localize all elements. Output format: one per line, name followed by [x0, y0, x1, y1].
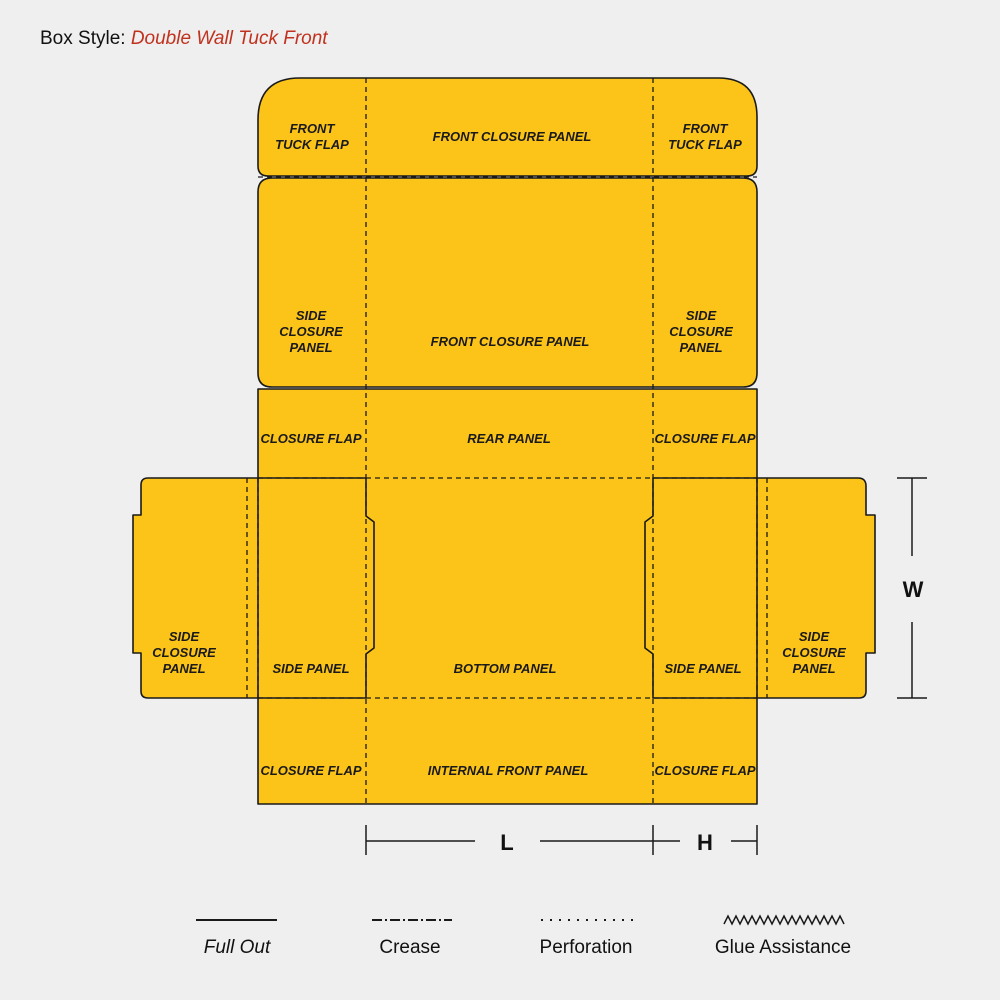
panel-label-line: CLOSURE FLAP	[654, 763, 755, 778]
panel-label-line: SIDE PANEL	[664, 661, 741, 676]
legend-line-glue-assistance	[723, 914, 845, 926]
label-front-closure-panel-top: FRONT CLOSURE PANEL	[433, 129, 592, 144]
dieline-panels	[132, 77, 876, 805]
panel-label-line: FRONT CLOSURE PANEL	[433, 129, 592, 144]
label-side-panel-left: SIDE PANEL	[272, 661, 349, 676]
panel-label-line: PANEL	[289, 340, 332, 355]
panel-label-line: CLOSURE	[782, 645, 846, 660]
label-closure-flap-upper-left: CLOSURE FLAP	[260, 431, 361, 446]
dim-height-label: H	[697, 830, 713, 855]
label-bottom-panel: BOTTOM PANEL	[454, 661, 557, 676]
panel-label-line: REAR PANEL	[467, 431, 551, 446]
tuck-flap-strip	[257, 77, 758, 177]
panel-label-line: CLOSURE FLAP	[260, 763, 361, 778]
panel-label-line: SIDE	[686, 308, 717, 323]
panel-label-line: FRONT CLOSURE PANEL	[431, 334, 590, 349]
panel-label-line: PANEL	[162, 661, 205, 676]
panel-label-line: SIDE PANEL	[272, 661, 349, 676]
legend-label-full-out: Full Out	[204, 937, 271, 958]
box-style-heading: Box Style: Double Wall Tuck Front	[40, 28, 328, 50]
panel-label-line: TUCK FLAP	[275, 137, 349, 152]
main-body	[132, 388, 876, 805]
box-style-prefix: Box Style:	[40, 28, 126, 49]
front-closure-strip	[257, 177, 758, 388]
dimension-marks	[365, 477, 927, 855]
panel-label-line: TUCK FLAP	[668, 137, 742, 152]
label-closure-flap-lower-left: CLOSURE FLAP	[260, 763, 361, 778]
panel-label-line: PANEL	[792, 661, 835, 676]
legend: Full Out Crease Perforation Glue Assista…	[196, 914, 851, 958]
panel-label-line: SIDE	[169, 629, 200, 644]
panel-label-line: INTERNAL FRONT PANEL	[428, 763, 589, 778]
label-internal-front-panel: INTERNAL FRONT PANEL	[428, 763, 589, 778]
panel-label-line: BOTTOM PANEL	[454, 661, 557, 676]
legend-label-perforation: Perforation	[540, 937, 633, 958]
panel-label-line: FRONT	[290, 121, 336, 136]
label-front-closure-panel-main: FRONT CLOSURE PANEL	[431, 334, 590, 349]
panel-label-line: FRONT	[683, 121, 729, 136]
label-closure-flap-upper-right: CLOSURE FLAP	[654, 431, 755, 446]
panel-label-line: SIDE	[799, 629, 830, 644]
dim-width-label: W	[903, 577, 924, 602]
label-side-panel-right: SIDE PANEL	[664, 661, 741, 676]
box-style-name: Double Wall Tuck Front	[130, 28, 328, 49]
side-panel-right-inset	[644, 477, 758, 699]
legend-label-crease: Crease	[379, 937, 440, 958]
legend-label-glue-assistance: Glue Assistance	[715, 937, 851, 958]
panel-label-line: CLOSURE	[669, 324, 733, 339]
dim-length-label: L	[500, 830, 513, 855]
panel-label-line: PANEL	[679, 340, 722, 355]
panel-label-line: CLOSURE	[152, 645, 216, 660]
crease-lines	[246, 78, 768, 804]
label-rear-panel: REAR PANEL	[467, 431, 551, 446]
label-closure-flap-lower-right: CLOSURE FLAP	[654, 763, 755, 778]
panel-label-line: CLOSURE FLAP	[654, 431, 755, 446]
panel-label-line: CLOSURE	[279, 324, 343, 339]
panel-label-line: CLOSURE FLAP	[260, 431, 361, 446]
panel-label-line: SIDE	[296, 308, 327, 323]
